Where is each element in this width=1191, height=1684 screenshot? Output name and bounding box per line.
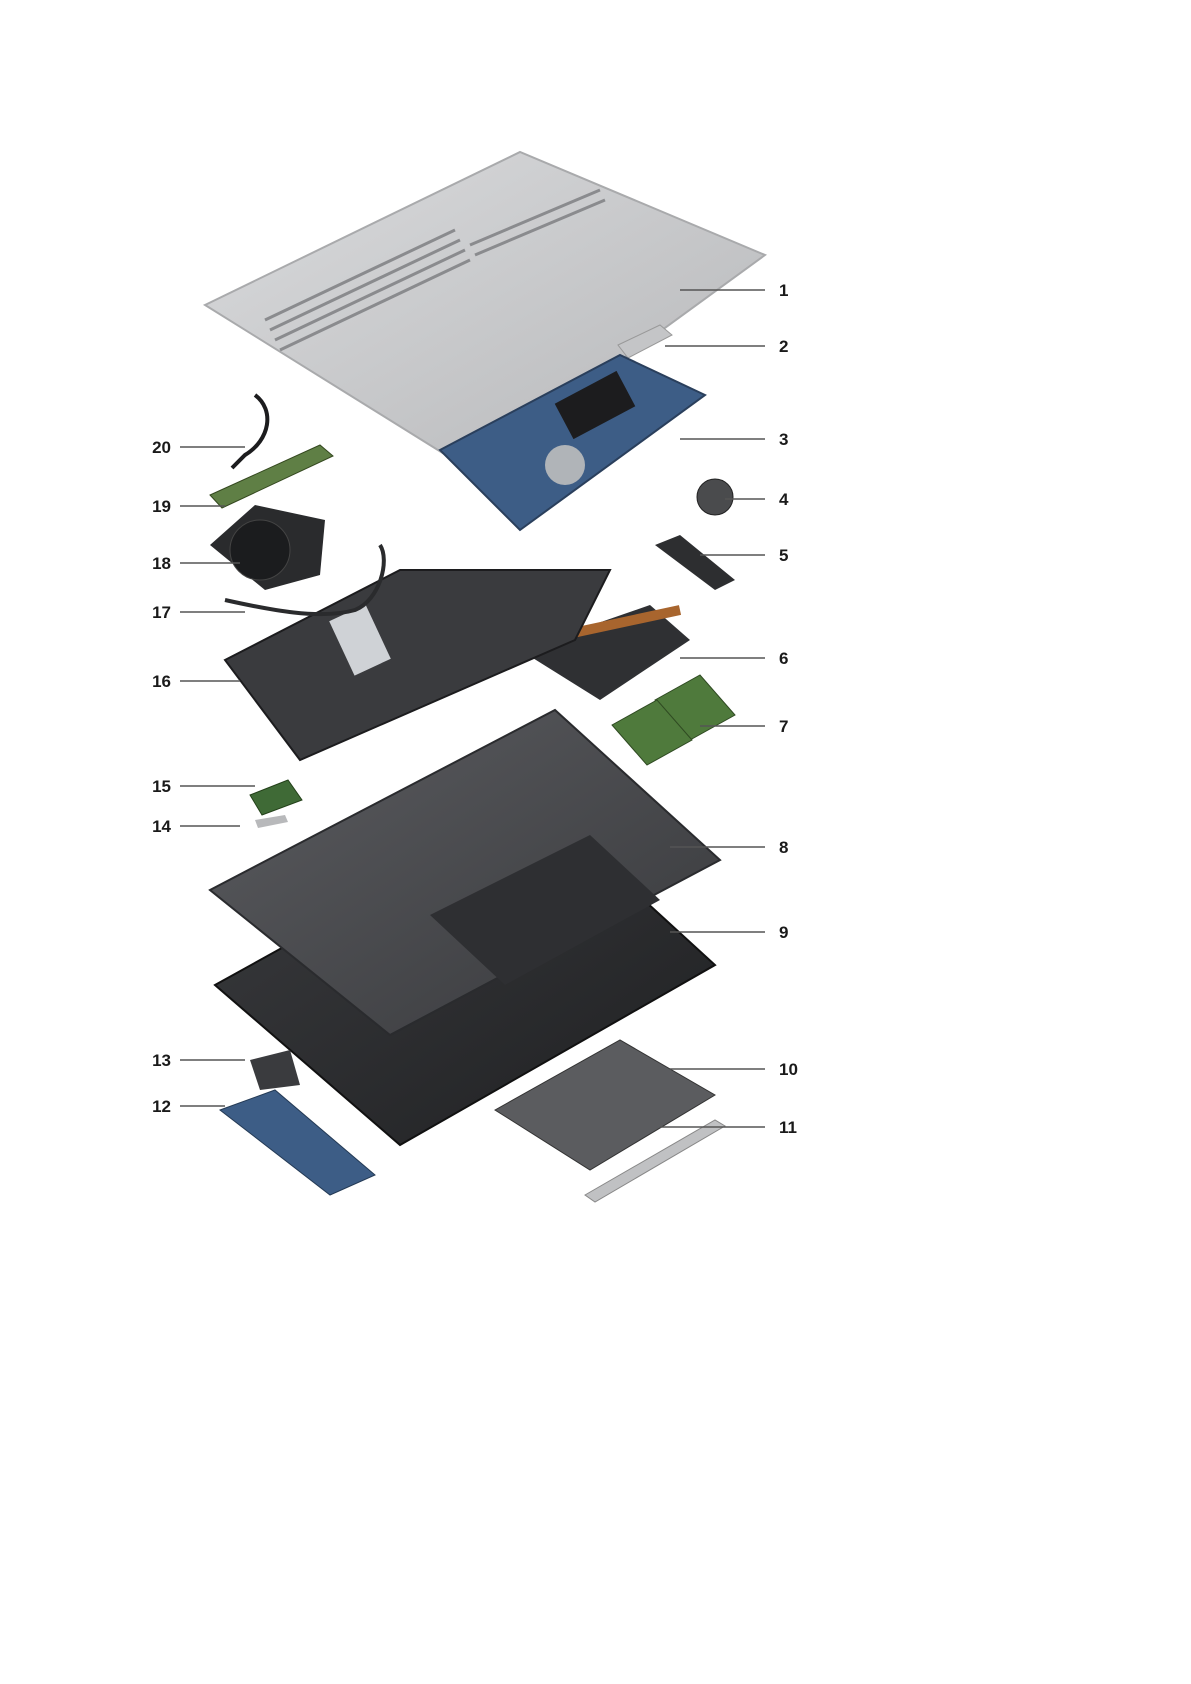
callout-14: 14 — [131, 818, 171, 835]
fan-part — [230, 520, 290, 580]
callout-19: 19 — [131, 498, 171, 515]
wlan-card-part — [250, 780, 302, 815]
callout-1: 1 — [779, 282, 788, 299]
power-button-part — [250, 1050, 300, 1090]
callout-15: 15 — [131, 778, 171, 795]
callout-17: 17 — [131, 604, 171, 621]
callout-5: 5 — [779, 547, 788, 564]
callout-11: 11 — [779, 1119, 797, 1136]
callout-10: 10 — [779, 1061, 798, 1078]
callout-20: 20 — [131, 439, 171, 456]
coin-cell-part — [697, 479, 733, 515]
callout-18: 18 — [131, 555, 171, 572]
memory-module-part — [612, 675, 735, 765]
callout-9: 9 — [779, 924, 788, 941]
callout-3: 3 — [779, 431, 788, 448]
io-board-part — [220, 1090, 375, 1195]
callout-12: 12 — [131, 1098, 171, 1115]
callout-2: 2 — [779, 338, 788, 355]
ssd-part — [210, 445, 333, 508]
callout-4: 4 — [779, 491, 788, 508]
callout-8: 8 — [779, 839, 788, 856]
callout-6: 6 — [779, 650, 788, 667]
callout-13: 13 — [131, 1052, 171, 1069]
speaker-part — [655, 535, 735, 590]
power-adapter-port-part — [232, 395, 267, 468]
callout-7: 7 — [779, 718, 788, 735]
callout-16: 16 — [131, 673, 171, 690]
base-cover-part — [205, 152, 765, 470]
wlan-bracket-part — [255, 815, 288, 828]
